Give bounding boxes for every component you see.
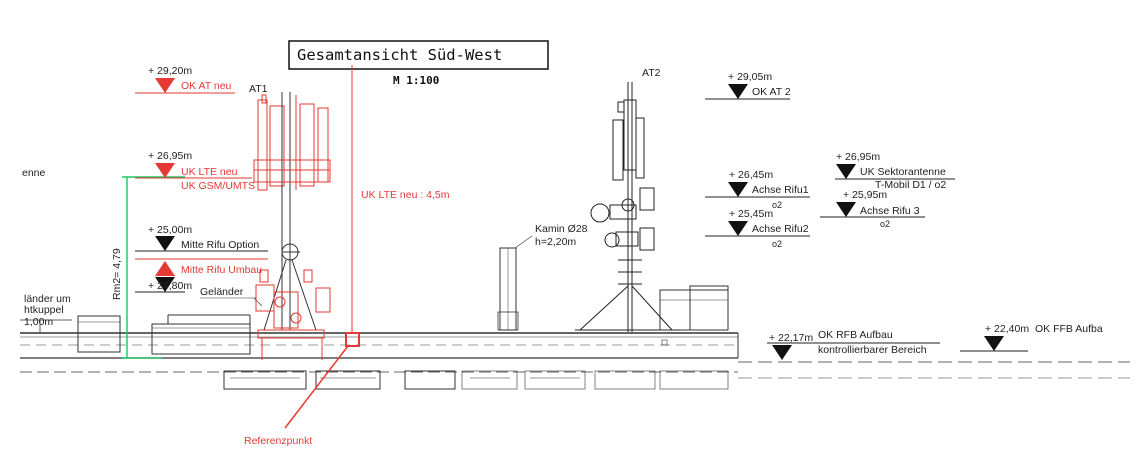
- level-rifu-umbau-label: Mitte Rifu Umbau: [181, 264, 262, 276]
- level-2240-label: OK FFB Aufba: [1035, 323, 1103, 335]
- level-2480-value: + 24,80m: [148, 280, 192, 292]
- uk-lte-height-label: UK LTE neu : 4,5m: [361, 189, 450, 201]
- laender-label-2: htkuppel: [24, 304, 64, 316]
- level-2480: + 24,80m: [135, 277, 192, 293]
- level-2545-label: Achse Rifu2: [752, 223, 809, 235]
- level-2217: + 22,17m OK RFB Aufbau kontrollierbarer …: [767, 329, 940, 360]
- level-2695-label: UK LTE neu: [181, 166, 238, 178]
- level-r2695-label: UK Sektorantenne: [860, 166, 946, 178]
- drawing-scale: M 1:100: [393, 74, 439, 87]
- level-2545: + 25,45m Achse Rifu2 o2: [705, 208, 810, 249]
- at1-label: AT1: [249, 83, 268, 95]
- level-r2595-value: + 25,95m: [843, 189, 887, 201]
- level-2545-sub: o2: [772, 239, 782, 249]
- level-r2595: + 25,95m Achse Rifu 3 o2: [820, 189, 925, 229]
- level-2920: + 29,20m OK AT neu: [135, 65, 235, 94]
- at2-label: AT2: [642, 67, 661, 79]
- laender-label-3: 1,00m: [24, 316, 53, 328]
- level-2645-label: Achse Rifu1: [752, 184, 809, 196]
- kamin-label-1: Kamin Ø28: [535, 223, 588, 235]
- rm2-label: Rm2= 4,79: [111, 248, 123, 300]
- level-2500: + 25,00m Mitte Rifu Option: [135, 224, 268, 252]
- level-2695-value: + 26,95m: [148, 150, 192, 162]
- level-2500-label: Mitte Rifu Option: [181, 239, 259, 251]
- laender-label-1: länder um: [24, 293, 71, 305]
- level-2905-value: + 29,05m: [728, 71, 772, 83]
- level-r2695: + 26,95m UK Sektorantenne T-Mobil D1 / o…: [835, 151, 955, 191]
- level-r2695-value: + 26,95m: [836, 151, 880, 163]
- level-2695: + 26,95m UK LTE neu UK GSM/UMTS: [135, 150, 255, 192]
- at1-mast: [253, 92, 331, 360]
- level-2240-value: + 22,40m: [985, 323, 1029, 335]
- reference-point-label: Referenzpunkt: [244, 435, 312, 447]
- level-2217-label-2: kontrollierbarer Bereich: [818, 344, 927, 356]
- gelaender-label: Geländer: [200, 286, 244, 298]
- level-rifu-umbau: Mitte Rifu Umbau: [135, 258, 268, 276]
- level-2920-value: + 29,20m: [148, 65, 192, 77]
- level-2645-sub: o2: [772, 200, 782, 210]
- level-2217-label: OK RFB Aufbau: [818, 329, 893, 341]
- level-2545-value: + 25,45m: [729, 208, 773, 220]
- reference-point-marker: [345, 332, 360, 347]
- antenne-label: enne: [22, 167, 46, 179]
- level-2645-value: + 26,45m: [729, 169, 773, 181]
- level-2217-value: + 22,17m: [769, 332, 813, 344]
- level-2500-value: + 25,00m: [148, 224, 192, 236]
- level-2645: + 26,45m Achse Rifu1 o2: [705, 169, 810, 210]
- roof-structure: [20, 247, 1130, 390]
- kamin-label-2: h=2,20m: [535, 236, 576, 248]
- level-2920-label: OK AT neu: [181, 80, 232, 92]
- title-frame: [288, 40, 549, 70]
- at2-mast: [575, 82, 680, 332]
- level-2695-label-2: UK GSM/UMTS: [181, 180, 255, 192]
- reference-point-leader: [284, 345, 349, 429]
- rm2-dimension: [122, 176, 185, 359]
- level-r2595-sub: o2: [880, 219, 890, 229]
- level-r2595-label: Achse Rifu 3: [860, 205, 920, 217]
- level-2905-label: OK AT 2: [752, 86, 791, 98]
- level-2240: + 22,40m OK FFB Aufba: [960, 323, 1103, 352]
- level-2905: + 29,05m OK AT 2: [705, 71, 791, 100]
- drawing-title: Gesamtansicht Süd-West: [297, 46, 502, 64]
- level-r2695-label-2: T-Mobil D1 / o2: [875, 179, 946, 191]
